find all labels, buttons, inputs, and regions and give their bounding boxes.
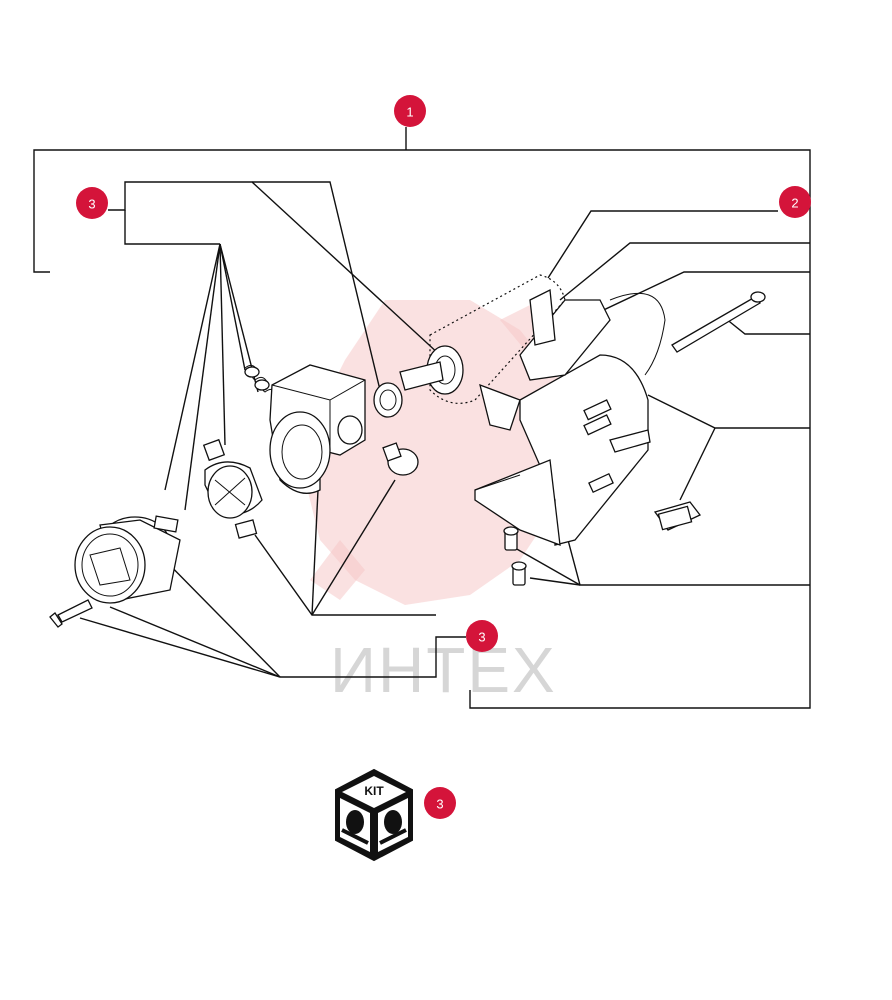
kit-label: KIT: [364, 784, 384, 798]
coupling-part: [202, 438, 263, 539]
svg-text:3: 3: [478, 630, 485, 645]
callout-1: 1: [394, 95, 426, 127]
svg-text:3: 3: [88, 197, 95, 212]
svg-text:2: 2: [791, 196, 798, 211]
long-screw-part: [671, 291, 766, 353]
switch-part: [653, 501, 702, 531]
bracket-part: [519, 288, 666, 381]
watermark-text: ИНТЕХ: [330, 634, 557, 706]
kit-badge: KIT: [335, 768, 413, 862]
front-cover-part: [74, 515, 181, 604]
callout-3a-leaders: [108, 181, 441, 511]
callout-2: 2: [779, 186, 811, 218]
screw-part: [49, 599, 93, 628]
small-screws-part: [503, 526, 527, 586]
callout-3c: 3: [424, 787, 456, 819]
svg-text:1: 1: [406, 105, 413, 120]
spring-part: [244, 364, 278, 395]
cap-part: [382, 442, 419, 476]
bearing-large-part: [399, 274, 566, 404]
callout-3b: 3: [466, 620, 498, 652]
bearing-small-part: [373, 382, 403, 418]
housing-block-part: [269, 364, 366, 494]
motor-housing-part: [474, 354, 651, 546]
svg-text:3: 3: [436, 797, 443, 812]
callout-3a: 3: [76, 187, 108, 219]
callout-1-bracket: [33, 127, 811, 709]
